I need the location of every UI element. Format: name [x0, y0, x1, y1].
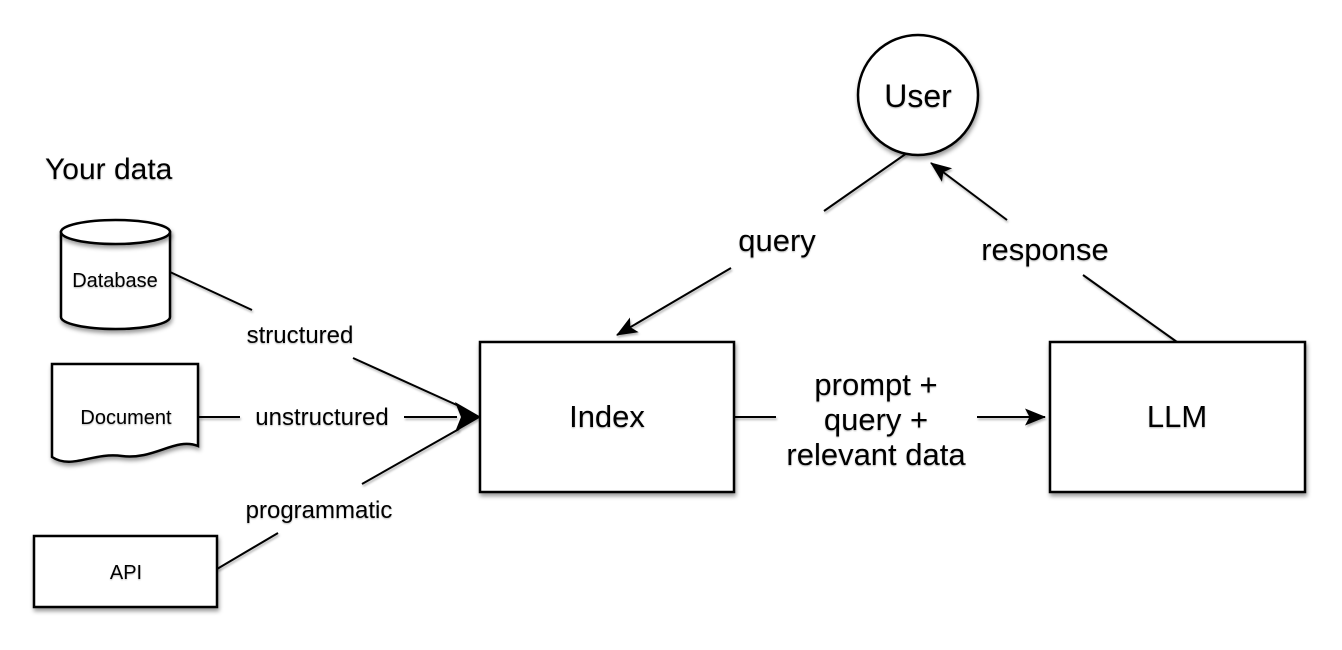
edge-programmatic-index	[361, 428, 460, 485]
index-node	[478, 340, 736, 494]
edge-api-programmatic	[216, 532, 279, 570]
response-label: response	[981, 232, 1109, 267]
prompt-label-line2: query +	[824, 402, 928, 437]
edge-query-index-arrow	[616, 267, 732, 336]
user-node	[856, 33, 980, 157]
edge-user-query	[823, 152, 908, 212]
section-label-your-data: Your data	[45, 153, 173, 186]
edges	[169, 152, 1178, 570]
query-label: query	[738, 223, 816, 258]
edge-structured-index	[352, 357, 460, 407]
index-label: Index	[569, 399, 645, 434]
database-node	[59, 218, 172, 331]
document-label: Document	[80, 407, 172, 429]
unstructured-label: unstructured	[255, 404, 388, 431]
api-node	[32, 534, 219, 609]
user-label: User	[884, 78, 952, 114]
database-label: Database	[72, 270, 158, 292]
programmatic-label: programmatic	[246, 497, 393, 524]
edge-database-structured	[169, 271, 253, 311]
llm-label: LLM	[1147, 399, 1207, 434]
edge-llm-response	[1082, 274, 1178, 343]
labels: Your data Database Document API Index LL…	[45, 78, 1207, 584]
index-input-arrowhead	[455, 402, 481, 432]
llm-node	[1048, 340, 1307, 494]
prompt-label-line1: prompt +	[814, 367, 937, 402]
database-cylinder-top	[59, 218, 172, 246]
document-node	[50, 362, 200, 464]
nodes	[32, 33, 1307, 609]
edge-response-user-arrow	[930, 162, 1008, 221]
api-label: API	[110, 562, 142, 584]
structured-label: structured	[247, 322, 354, 349]
database-cylinder-body	[59, 230, 172, 331]
prompt-label: prompt + query + relevant data	[786, 367, 966, 472]
prompt-label-line3: relevant data	[786, 437, 966, 472]
